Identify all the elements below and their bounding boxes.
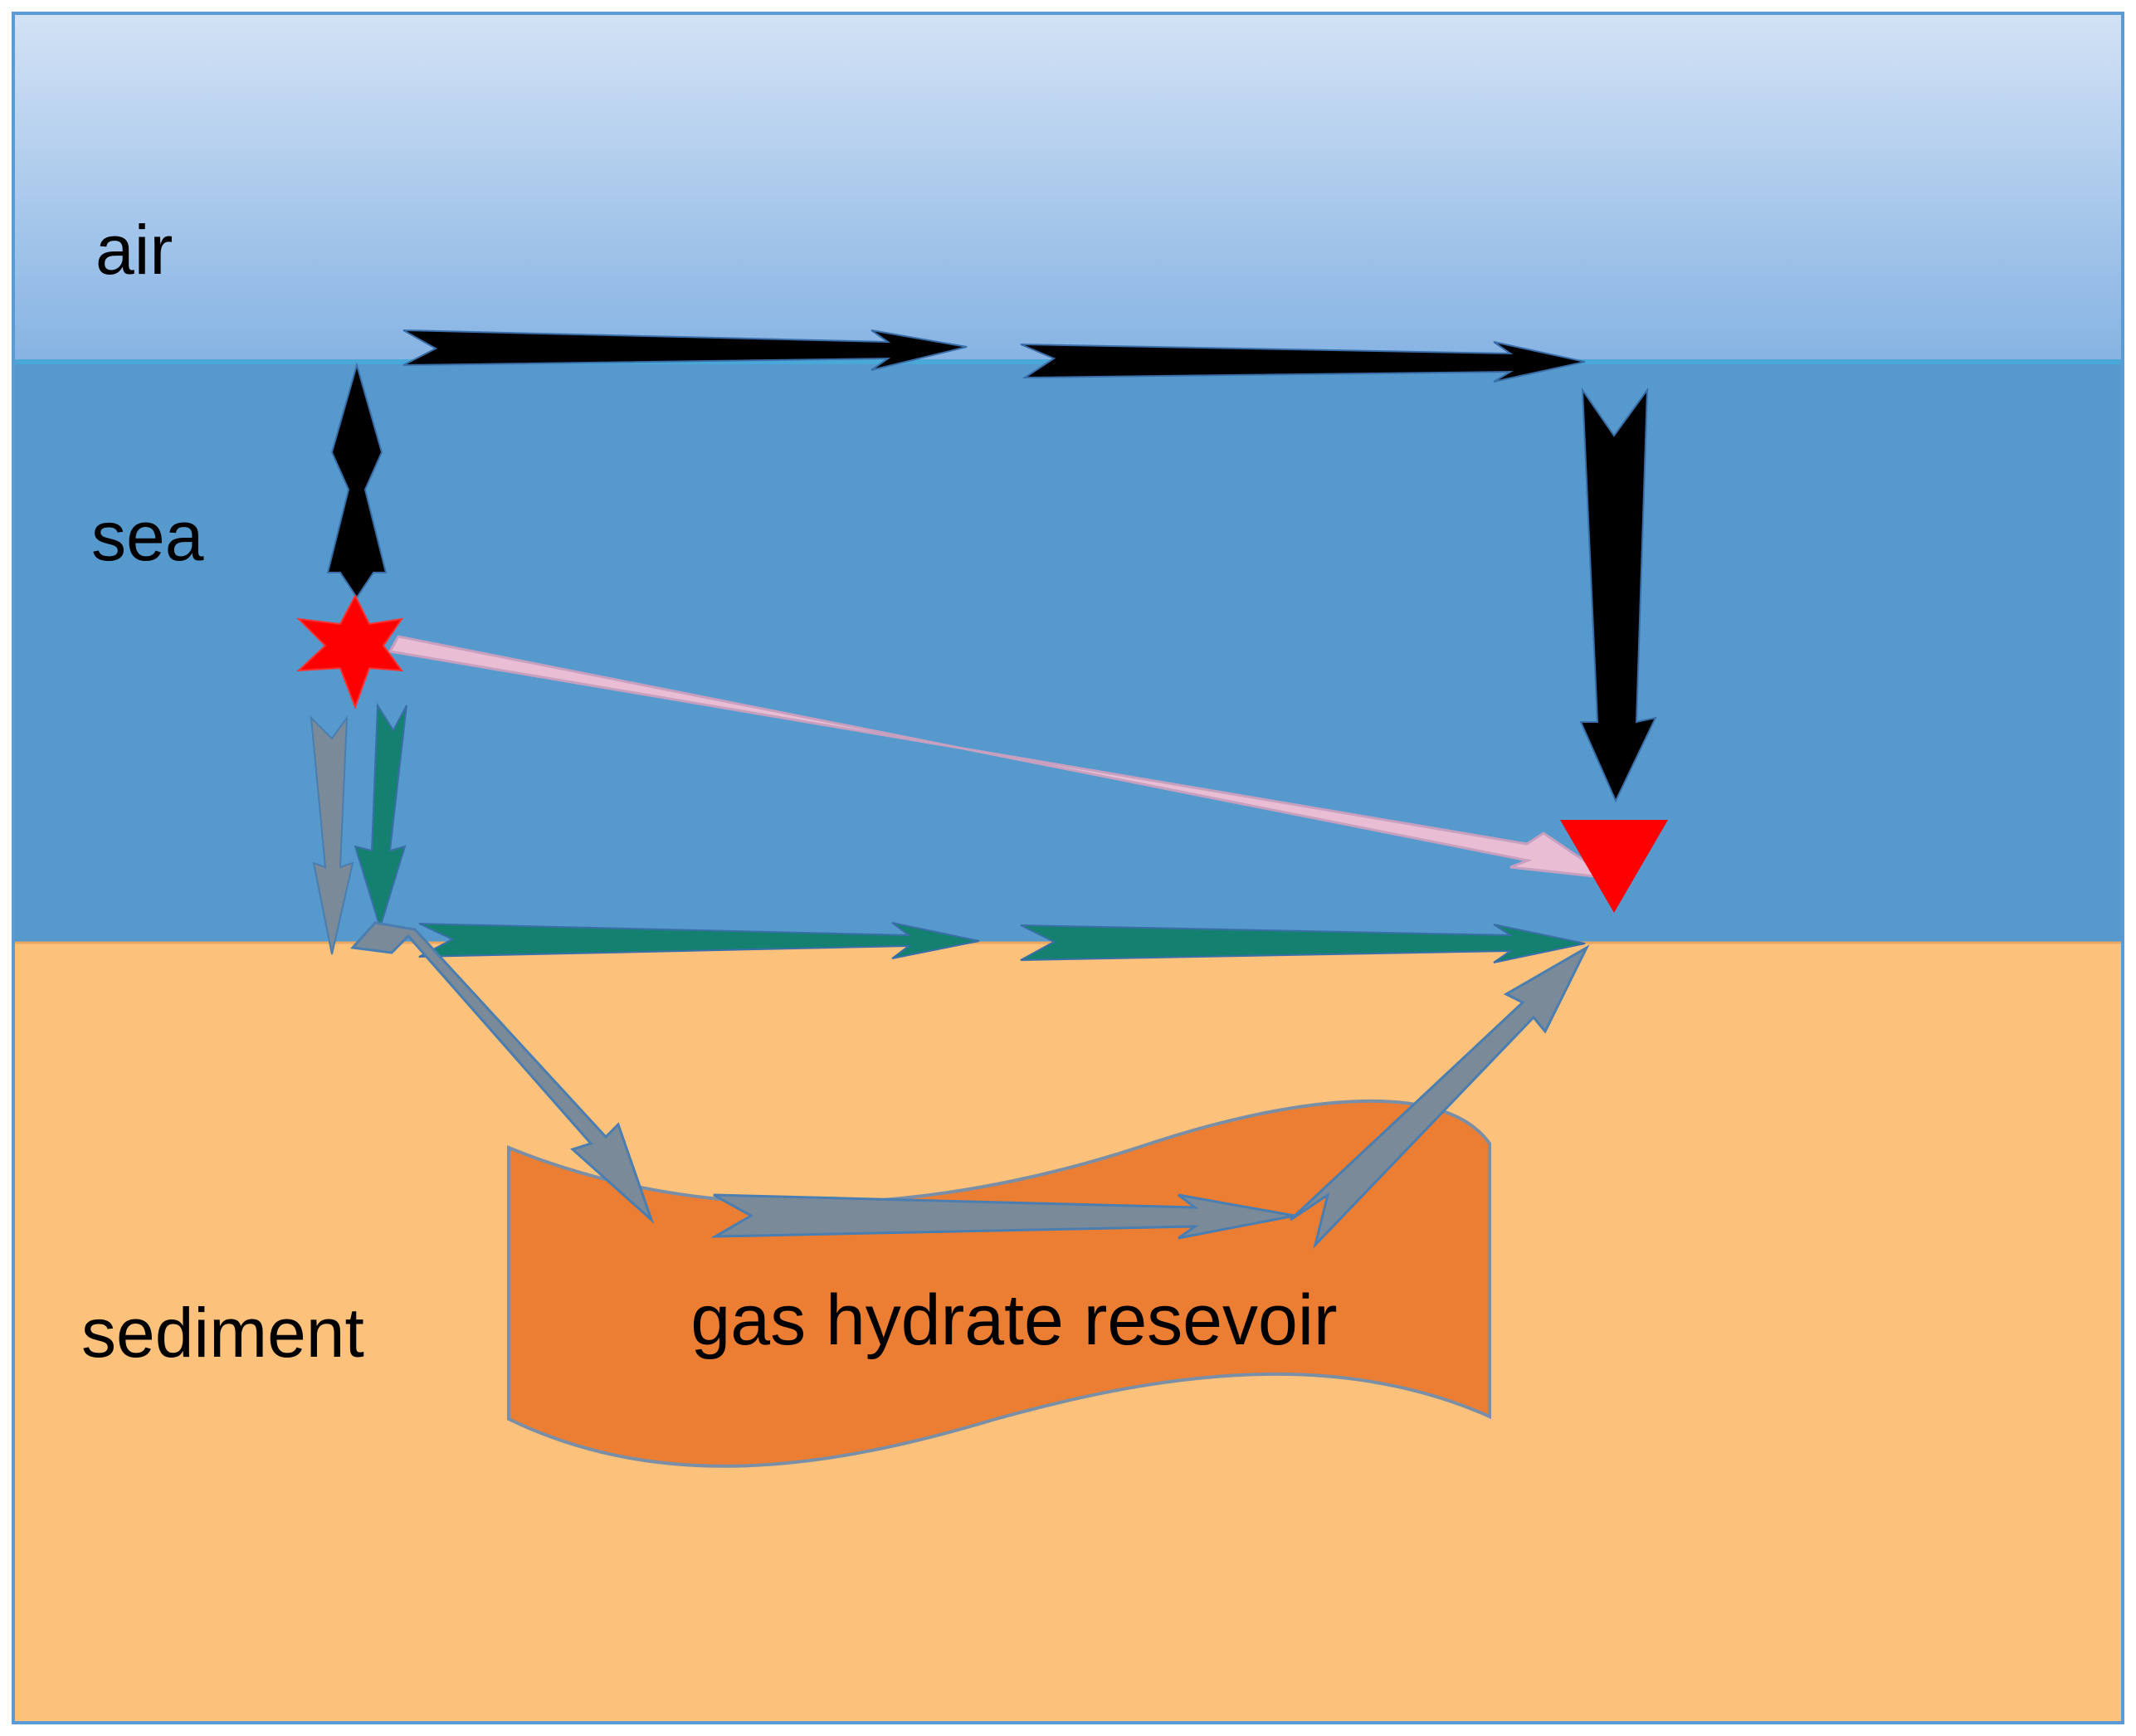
reservoir-ascent-arrow bbox=[1289, 944, 1590, 1250]
sediment-label: sediment bbox=[81, 1294, 364, 1372]
air-layer bbox=[13, 13, 2123, 362]
air-label: air bbox=[95, 211, 173, 289]
reservoir-descent-arrow bbox=[349, 921, 655, 1224]
seafloor-arrow-1 bbox=[418, 922, 980, 959]
reservoir-traverse-arrow bbox=[710, 1193, 1295, 1240]
seafloor-arrow-2 bbox=[1020, 924, 1586, 963]
diagram-frame bbox=[12, 12, 2124, 1724]
airborne-path-arrows bbox=[326, 329, 1657, 803]
direct-path-arrow bbox=[388, 635, 1611, 880]
reservoir-down-arrow bbox=[310, 714, 354, 955]
gas-hydrate-reservoir bbox=[507, 1099, 1491, 1468]
seafloor-path-arrows bbox=[354, 702, 1586, 963]
airborne-down-arrow bbox=[1579, 387, 1657, 803]
reservoir-label: gas hydrate resevoir bbox=[690, 1280, 1337, 1360]
reservoir-path-arrows bbox=[310, 714, 1590, 1250]
seafloor-down-arrow bbox=[354, 702, 407, 931]
airborne-surface-arrow-1 bbox=[402, 329, 968, 371]
source-star bbox=[296, 593, 404, 710]
airborne-up-arrow bbox=[326, 362, 388, 599]
sea-label: sea bbox=[91, 497, 204, 575]
airborne-surface-arrow-2 bbox=[1020, 341, 1586, 383]
receiver-triangle bbox=[1560, 820, 1668, 913]
